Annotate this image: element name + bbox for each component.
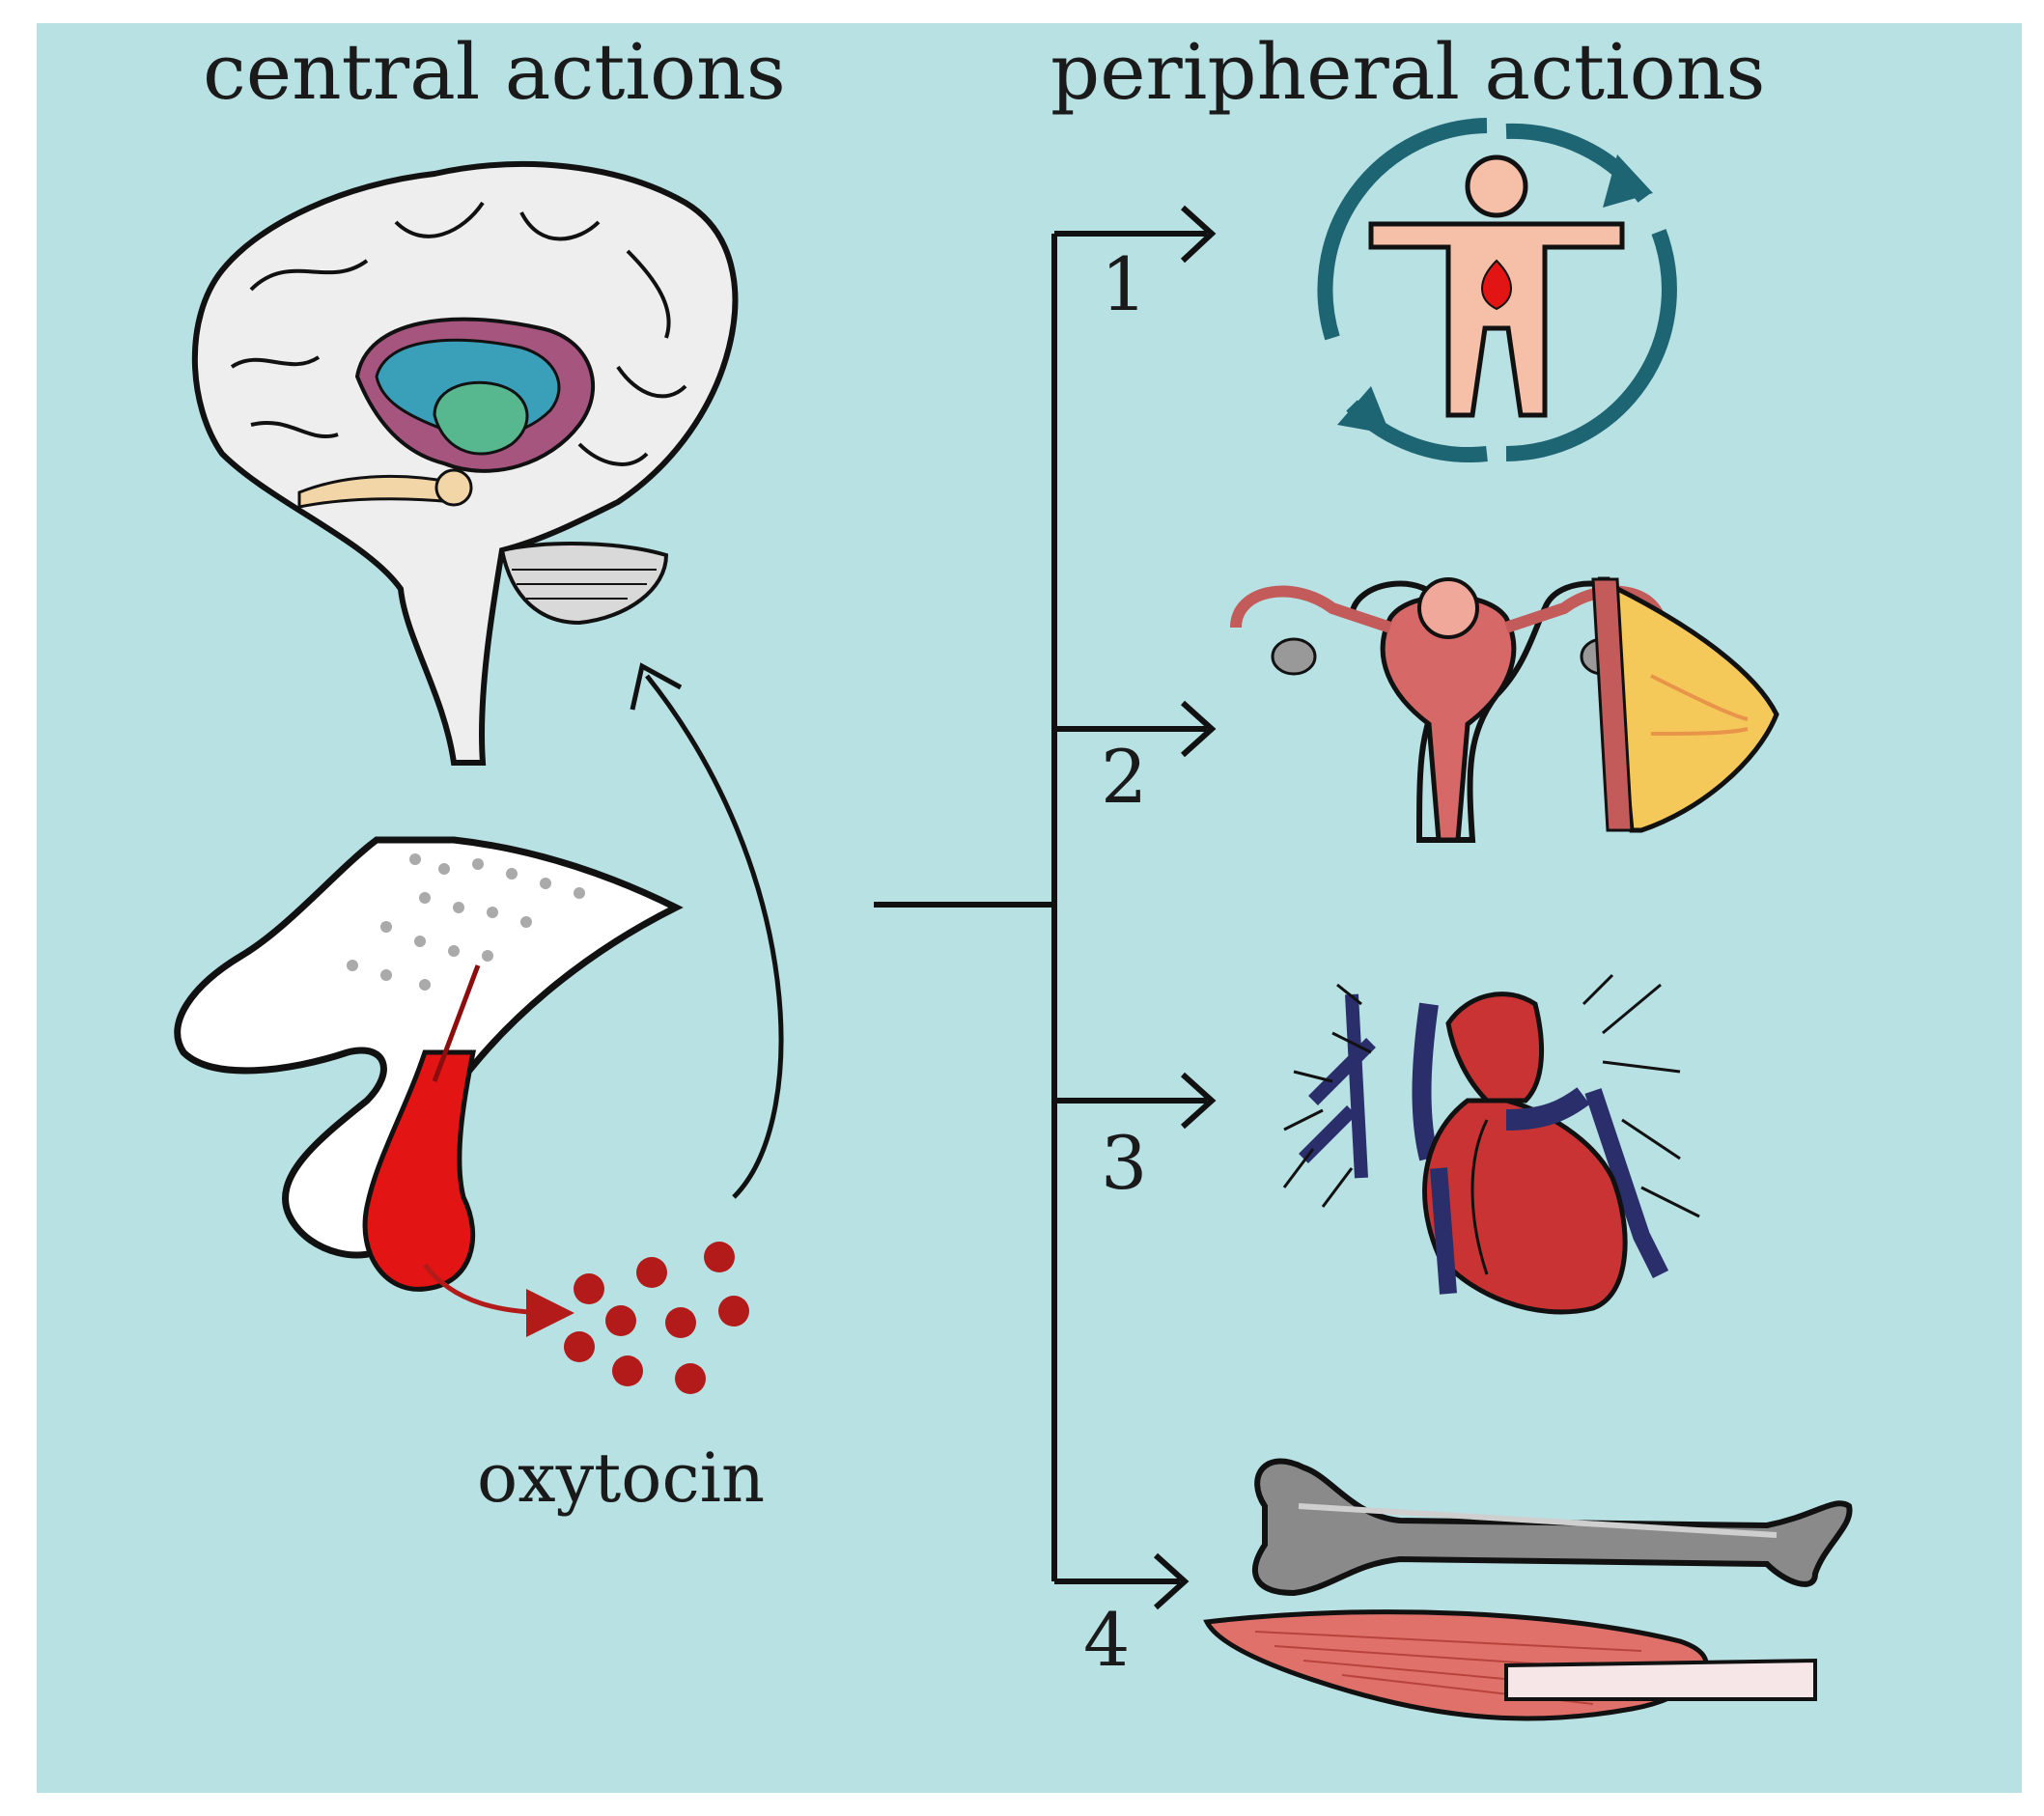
peripheral-actions-title: peripheral actions [1050, 27, 1766, 117]
central-arrowhead [630, 662, 683, 711]
oxytocin-molecules [564, 1242, 749, 1394]
target-number-4: 4 [1083, 1597, 1131, 1683]
central-actions-title: central actions [203, 27, 786, 117]
oxytocin-label: oxytocin [477, 1439, 766, 1518]
metabolism-body-icon [1317, 118, 1677, 463]
bone-muscle-icon [1203, 1458, 1853, 1721]
brain-icon [191, 161, 739, 766]
reproductive-organs-icon [1230, 576, 1779, 843]
peripheral-branch-tree [874, 205, 1217, 1610]
target-number-2: 2 [1101, 734, 1148, 820]
target-number-3: 3 [1101, 1120, 1148, 1206]
pituitary-gland-icon [174, 836, 684, 1337]
central-action-arrow [645, 674, 784, 1199]
heart-icon [1282, 973, 1700, 1315]
target-number-1: 1 [1101, 241, 1148, 327]
